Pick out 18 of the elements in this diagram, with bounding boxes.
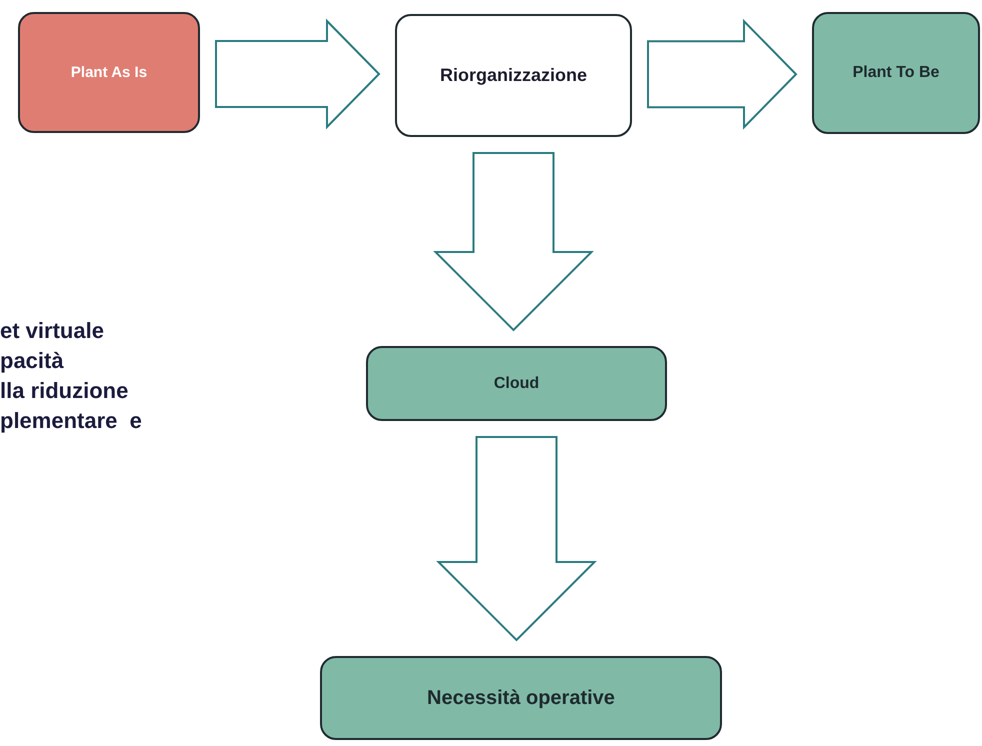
block-arrow <box>433 152 594 332</box>
block-arrow <box>215 18 380 130</box>
process-box <box>395 14 632 137</box>
block-arrow <box>647 18 798 130</box>
text-fragment: plementare e <box>0 408 142 434</box>
text-fragment: et virtuale <box>0 318 104 344</box>
box-label: Cloud <box>492 374 540 392</box>
box-label: Riorganizzazione <box>438 65 588 86</box>
process-box <box>18 12 200 133</box>
box-label: Plant As Is <box>70 64 148 81</box>
block-arrow <box>436 436 597 642</box>
text-fragment: lla riduzione <box>0 378 128 404</box>
box-label: Necessità operative <box>426 686 616 710</box>
text-fragment: pacità <box>0 348 64 374</box>
box-label: Plant To Be <box>852 64 940 82</box>
process-box <box>366 346 667 421</box>
process-box <box>320 656 722 740</box>
process-box <box>812 12 980 134</box>
